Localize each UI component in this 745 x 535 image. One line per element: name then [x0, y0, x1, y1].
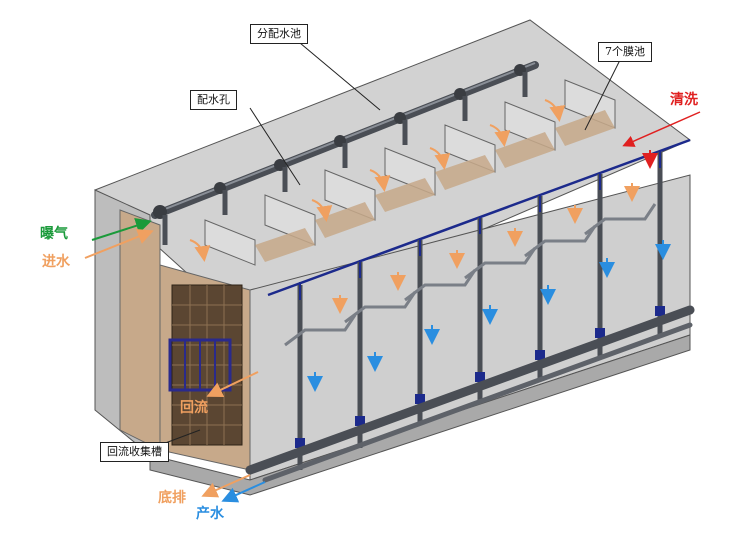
cleaning-droppers	[299, 150, 661, 300]
aeration-arrow	[91, 218, 152, 241]
distribution-arrows	[189, 99, 640, 314]
return-channel-label: 回流收集槽	[100, 442, 169, 462]
distribution-tank-label: 分配水池	[250, 24, 308, 44]
return-chamber-interior	[119, 209, 161, 451]
tank-water	[255, 110, 615, 262]
bottom-header-pipe-2	[262, 322, 693, 483]
inlet-arrow	[84, 229, 154, 259]
membrane-tanks-label: 7个膜池	[598, 42, 652, 62]
product-water-label: 产水	[196, 506, 224, 522]
riser-valves	[295, 306, 665, 448]
return-flow-label: 回流	[180, 400, 208, 416]
product-water-arrows	[307, 240, 671, 392]
aeration-label: 曝气	[40, 226, 68, 242]
inlet-label: 进水	[42, 254, 70, 270]
bottom-drain-arrow	[201, 474, 251, 498]
return-flow-arrow	[206, 371, 259, 398]
membrane-module	[168, 284, 243, 446]
product-water-arrow	[221, 481, 266, 503]
aeration-manifolds	[284, 203, 657, 347]
bottom-header-pipe	[245, 305, 695, 475]
cleaning-arrow	[622, 111, 701, 147]
cleaning-label: 清洗	[670, 92, 698, 108]
distribution-header-pipe	[151, 61, 539, 245]
bottom-drain-label: 底排	[158, 490, 186, 506]
tank-floor	[149, 334, 691, 496]
distribution-hole-label: 配水孔	[190, 90, 237, 110]
